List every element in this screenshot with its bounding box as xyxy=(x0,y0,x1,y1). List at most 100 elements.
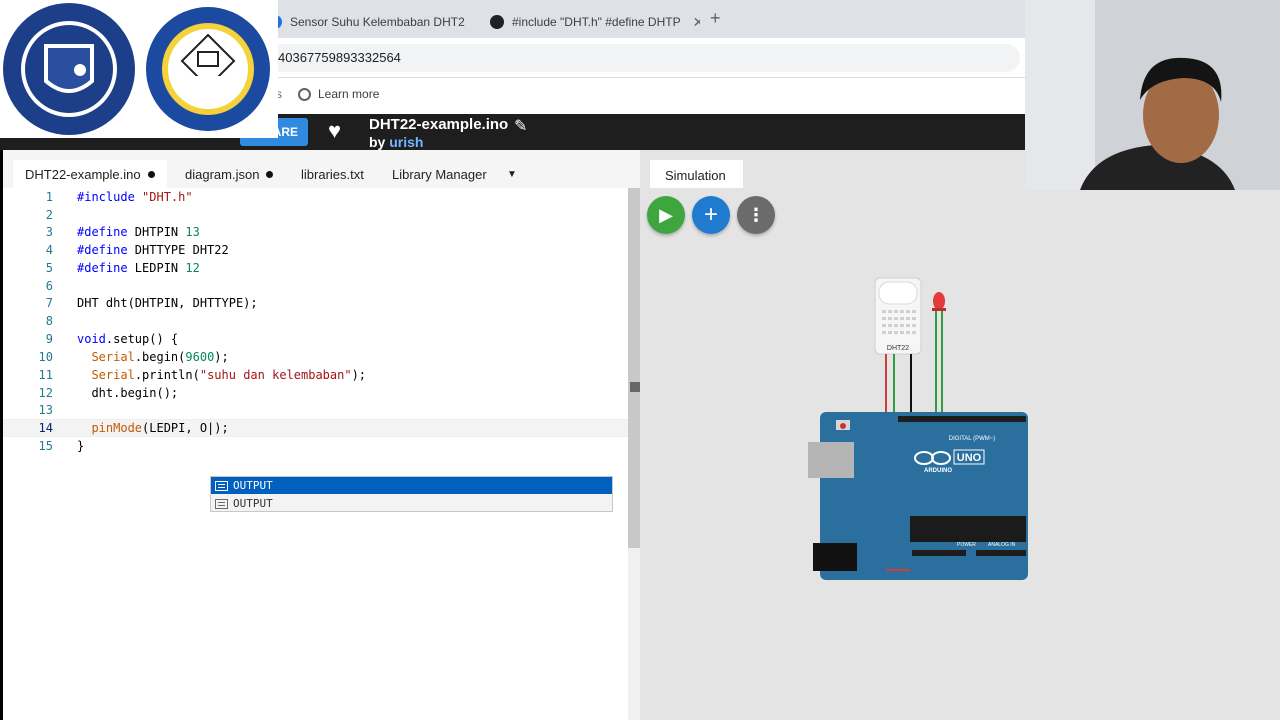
line-number: 12 xyxy=(38,386,53,400)
code-line: 8 xyxy=(3,312,628,330)
tab-libraries-txt[interactable]: libraries.txt xyxy=(291,160,374,188)
tab-label: libraries.txt xyxy=(301,166,364,182)
editor-scrollbar[interactable] xyxy=(628,188,640,720)
author-link[interactable]: urish xyxy=(389,134,424,150)
arduino-logo-icon xyxy=(914,451,951,465)
scrollbar-thumb[interactable] xyxy=(628,188,640,548)
close-tab-icon[interactable]: ✕ xyxy=(692,13,700,30)
line-number: 3 xyxy=(45,225,53,239)
line-text: dht.begin(); xyxy=(77,386,179,400)
project-author: by urish xyxy=(369,134,423,150)
code-line: 4 #define DHTTYPE DHT22 xyxy=(3,241,628,259)
dht22-sensor[interactable]: DHT22 xyxy=(874,277,922,355)
tabs-dropdown-icon[interactable]: ▼ xyxy=(507,168,517,180)
line-number: 10 xyxy=(38,350,53,364)
line-number: 2 xyxy=(45,208,53,222)
line-text: #define LEDPIN 12 xyxy=(77,261,200,275)
play-icon: ▶ xyxy=(659,205,673,225)
code-line: 2 xyxy=(3,206,628,224)
pencil-icon[interactable]: ✎ xyxy=(514,118,528,135)
unsaved-dot-icon xyxy=(147,170,155,178)
line-number: 14 xyxy=(38,421,53,435)
code-line: 13 xyxy=(3,401,628,419)
analog-label: ANALOG IN xyxy=(988,542,1016,548)
tab-diagram-json[interactable]: diagram.json xyxy=(175,160,283,188)
heart-icon[interactable]: ♥ xyxy=(328,118,342,143)
suggestion-item[interactable]: OUTPUT xyxy=(211,495,612,512)
line-number: 5 xyxy=(45,261,53,275)
line-number: 4 xyxy=(45,243,53,257)
tab-dht22-ino[interactable]: DHT22-example.ino xyxy=(13,160,167,188)
line-text: Serial.println("suhu dan kelembaban"); xyxy=(91,368,367,382)
browser-tab-include[interactable]: #include "DHT.h" #define DHTP ✕ xyxy=(490,6,700,38)
webcam-overlay xyxy=(1025,0,1280,190)
line-text: Serial.begin(9600); xyxy=(91,350,229,364)
learn-more-link[interactable]: Learn more xyxy=(298,87,379,101)
constant-icon xyxy=(215,498,228,509)
openai-icon xyxy=(490,15,504,29)
line-number: 1 xyxy=(45,190,53,204)
editor-tab-bar: DHT22-example.ino diagram.json libraries… xyxy=(3,150,640,188)
info-text: s xyxy=(276,87,282,101)
tab-label: Library Manager xyxy=(392,166,487,182)
power-label: POWER xyxy=(957,542,976,548)
more-vertical-icon: ⋮ xyxy=(747,205,765,225)
code-line: 1 #include "DHT.h" xyxy=(3,188,628,206)
tab-label: DHT22-example.ino xyxy=(25,166,141,182)
plus-icon: + xyxy=(703,201,718,228)
globe-icon xyxy=(298,87,311,101)
learn-more-label: Learn more xyxy=(318,87,380,101)
stekom-logo xyxy=(138,0,278,138)
presenter-video xyxy=(1025,0,1280,190)
browser-tab-sensor[interactable]: Sensor Suhu Kelembaban DHT2 ✕ xyxy=(268,6,478,38)
browser-tab-title: Sensor Suhu Kelembaban DHT2 xyxy=(290,15,465,29)
more-options-button[interactable]: ⋮ xyxy=(737,196,775,234)
arduino-uno-board[interactable]: DIGITAL (PWM~) ARDUINO UNO POWER ANALOG … xyxy=(808,412,1028,580)
code-editor-panel: DHT22-example.ino diagram.json libraries… xyxy=(3,150,640,720)
close-tab-icon[interactable]: ✕ xyxy=(477,14,478,31)
line-text: void.setup() { xyxy=(77,332,179,346)
line-text: } xyxy=(77,439,85,453)
url-text: 40367759893332564 xyxy=(278,50,401,65)
autocomplete-popup: OUTPUT OUTPUT xyxy=(210,476,613,512)
line-text: pinMode(LEDPI, O|); xyxy=(91,421,229,435)
code-line: 12 dht.begin(); xyxy=(3,384,628,402)
line-number: 15 xyxy=(38,439,53,453)
project-title: DHT22-example.ino xyxy=(369,116,509,133)
code-line: 5 #define LEDPIN 12 xyxy=(3,259,628,277)
tab-library-manager[interactable]: Library Manager xyxy=(382,160,497,188)
code-line: 15} xyxy=(3,437,628,455)
line-text: #define DHTTYPE DHT22 xyxy=(77,243,229,257)
browser-tab-title: #include "DHT.h" #define DHTP xyxy=(512,15,681,29)
line-number: 9 xyxy=(45,332,53,346)
darmajaya-logo xyxy=(0,0,138,138)
darmajaya-seal-icon xyxy=(3,3,135,135)
code-line: 10 Serial.begin(9600); xyxy=(3,348,628,366)
tab-label: diagram.json xyxy=(185,166,260,182)
line-text: #include "DHT.h" xyxy=(77,190,193,204)
tab-simulation[interactable]: Simulation xyxy=(650,160,743,188)
suggestion-item-selected[interactable]: OUTPUT xyxy=(211,477,612,494)
new-tab-button[interactable]: + xyxy=(710,8,721,28)
line-number: 13 xyxy=(38,403,53,417)
scrollbar-cursor-marker xyxy=(630,382,640,392)
line-number: 7 xyxy=(45,296,53,310)
line-text: DHT dht(DHTPIN, DHTTYPE); xyxy=(77,296,258,310)
add-part-button[interactable]: + xyxy=(692,196,730,234)
board-label: UNO xyxy=(957,452,982,464)
current-code-line: 14 pinMode(LEDPI, O|); xyxy=(3,419,628,437)
code-area[interactable]: 1 #include "DHT.h" 2 3 #define DHTPIN 13 4… xyxy=(3,188,628,720)
simulation-panel: Simulation ▶ + ⋮ DHT22 xyxy=(640,150,1280,720)
line-number: 11 xyxy=(38,368,53,382)
code-line: 6 xyxy=(3,277,628,295)
code-line: 9 void.setup() { xyxy=(3,330,628,348)
play-button[interactable]: ▶ xyxy=(647,196,685,234)
code-line: 11 Serial.println("suhu dan kelembaban")… xyxy=(3,366,628,384)
red-led[interactable] xyxy=(932,292,946,415)
line-number: 8 xyxy=(45,314,53,328)
line-number: 6 xyxy=(45,279,53,293)
url-field[interactable]: 40367759893332564 xyxy=(260,44,1020,72)
suggestion-label: OUTPUT xyxy=(233,497,273,510)
code-line: 3 #define DHTPIN 13 xyxy=(3,223,628,241)
line-text: #define DHTPIN 13 xyxy=(77,225,200,239)
